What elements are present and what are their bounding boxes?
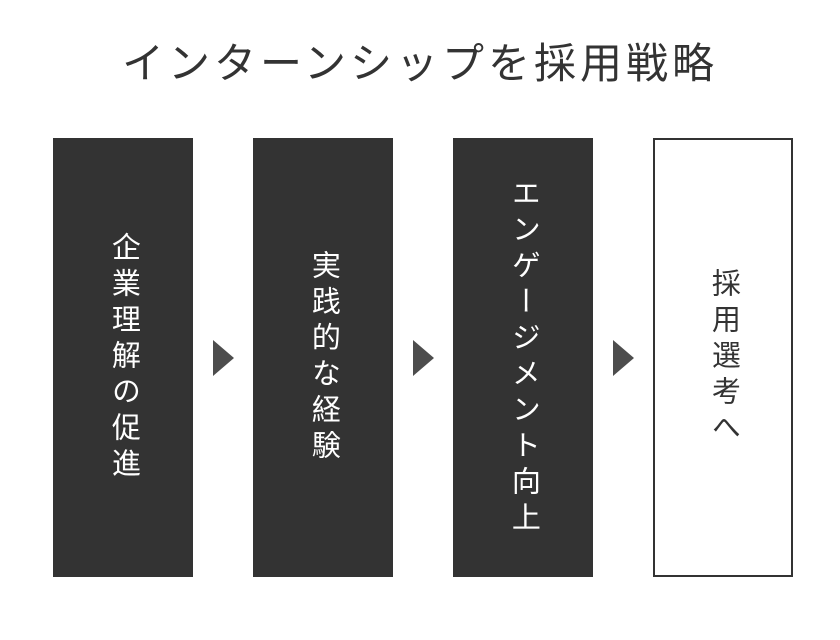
step-label: 実践的な経験 [307, 249, 340, 466]
step-label: エンゲージメント向上 [507, 177, 540, 538]
step-box-selection-process: 採用選考へ [653, 138, 793, 577]
arrow-gap [193, 138, 253, 577]
step-label: 採用選考へ [707, 267, 740, 448]
arrow-right-icon [212, 339, 234, 376]
step-box-company-understanding: 企業理解の促進 [53, 138, 193, 577]
arrow-gap [593, 138, 653, 577]
diagram-title: インターンシップを採用戦略 [122, 40, 718, 87]
process-flow: 企業理解の促進 実践的な経験 エンゲージメント向上 採用選考へ [53, 138, 793, 577]
step-box-engagement-improvement: エンゲージメント向上 [453, 138, 593, 577]
arrow-right-icon [612, 339, 634, 376]
step-label: 企業理解の促進 [107, 231, 140, 484]
arrow-gap [393, 138, 453, 577]
arrow-right-icon [412, 339, 434, 376]
step-box-practical-experience: 実践的な経験 [253, 138, 393, 577]
